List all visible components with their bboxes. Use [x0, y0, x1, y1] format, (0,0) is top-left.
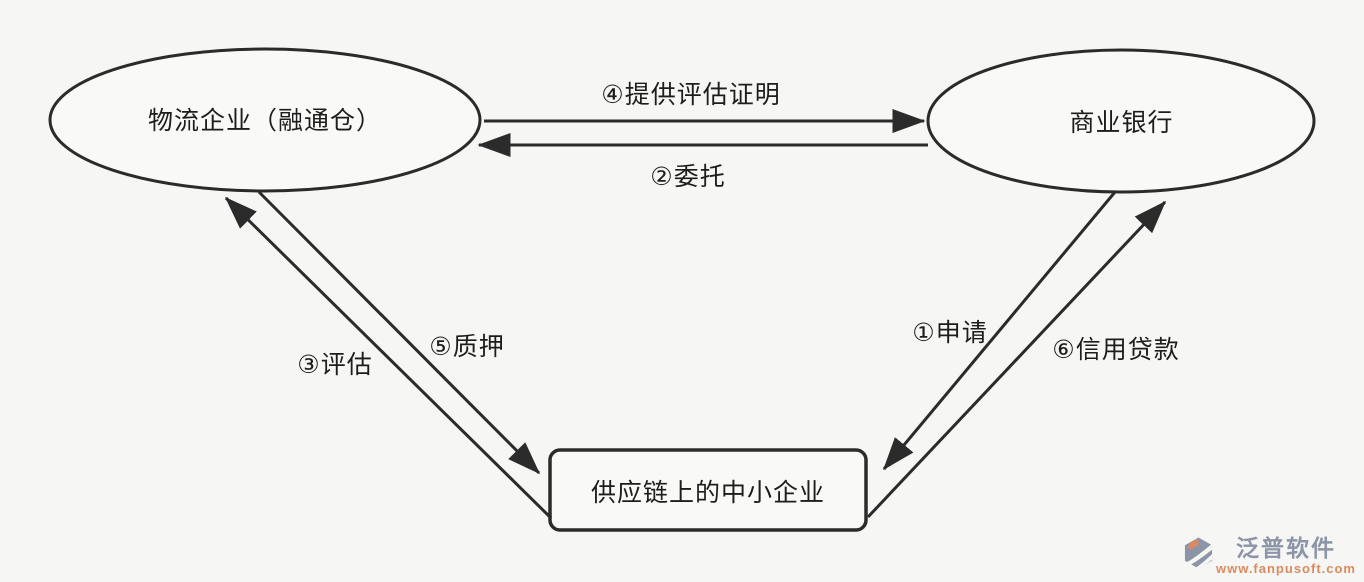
- fanpu-logo-icon: [1184, 537, 1213, 569]
- node-logistics-label: 物流企业（融通仓）: [147, 107, 382, 135]
- watermark-text: 泛普软件 www.fanpusoft.com: [1216, 536, 1356, 576]
- watermark-brand: 泛普软件: [1235, 535, 1336, 562]
- arrow-credit: [866, 200, 1167, 519]
- watermark-url: www.fanpusoft.com: [1215, 560, 1356, 576]
- arrow-apply: [882, 191, 1117, 471]
- watermark: 泛普软件 www.fanpusoft.com: [1183, 536, 1356, 576]
- node-bank-label: 商业银行: [1069, 109, 1174, 137]
- edge-pledge-label: ⑤质押: [429, 333, 505, 361]
- arrow-evaluate: [224, 196, 553, 520]
- node-bank-ellipse: [926, 48, 1316, 194]
- node-sme-label: 供应链上的中小企业: [590, 479, 825, 507]
- edge-apply-label: ①申请: [912, 319, 988, 347]
- edge-evaluate-label: ③评估: [297, 351, 373, 379]
- edge-certificate-label: ④提供评估证明: [601, 81, 781, 109]
- edge-credit-label: ⑥信用贷款: [1052, 336, 1180, 364]
- arrow-pledge: [257, 190, 541, 475]
- node-sme-box: [548, 448, 868, 532]
- node-logistics-ellipse: [48, 47, 482, 193]
- edge-entrust-label: ②委托: [650, 163, 726, 191]
